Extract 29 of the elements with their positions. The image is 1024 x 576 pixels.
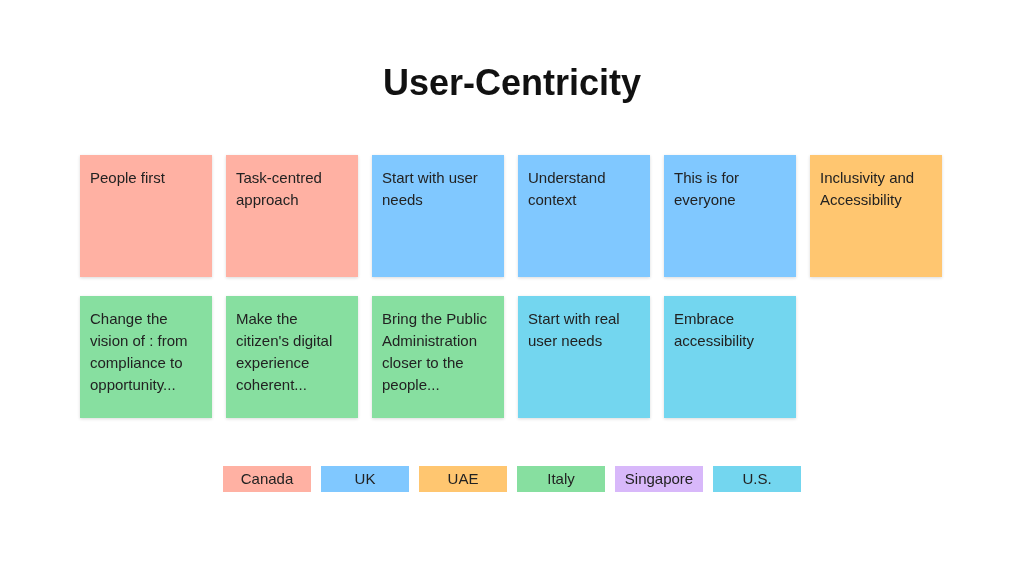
note-text: This is for everyone xyxy=(674,168,740,210)
sticky-note xyxy=(664,296,796,418)
note-text: Start with real user needs xyxy=(528,309,621,351)
note-text: Make the citizen's digital experience coherent... xyxy=(236,309,334,395)
legend-swatch: UAE xyxy=(419,466,507,492)
note-text: Change the vision of : from compliance to opportunity... xyxy=(90,309,189,395)
sticky-note xyxy=(372,155,504,277)
sticky-note xyxy=(518,155,650,277)
sticky-note xyxy=(80,296,212,418)
sticky-note xyxy=(372,296,504,418)
sticky-note xyxy=(664,155,796,277)
note-text: Understand context xyxy=(528,168,607,210)
sticky-note xyxy=(226,296,358,418)
legend-swatch: U.S. xyxy=(713,466,801,492)
legend-swatch: Canada xyxy=(223,466,311,492)
sticky-note xyxy=(80,155,212,277)
legend-swatch: Italy xyxy=(517,466,605,492)
note-text: Inclusivity and Accessibility xyxy=(820,168,916,210)
note-text: Bring the Public Administration closer to the people... xyxy=(382,309,489,395)
note-text: People first xyxy=(90,168,167,188)
legend-swatch: Singapore xyxy=(615,466,703,492)
sticky-note xyxy=(810,155,942,277)
title: User-Centricity xyxy=(381,62,643,104)
legend-swatch: UK xyxy=(321,466,409,492)
sticky-note xyxy=(518,296,650,418)
note-text: Task-centred approach xyxy=(236,168,323,210)
note-text: Embrace accessibility xyxy=(674,309,756,351)
sticky-note xyxy=(226,155,358,277)
note-text: Start with user needs xyxy=(382,168,479,210)
